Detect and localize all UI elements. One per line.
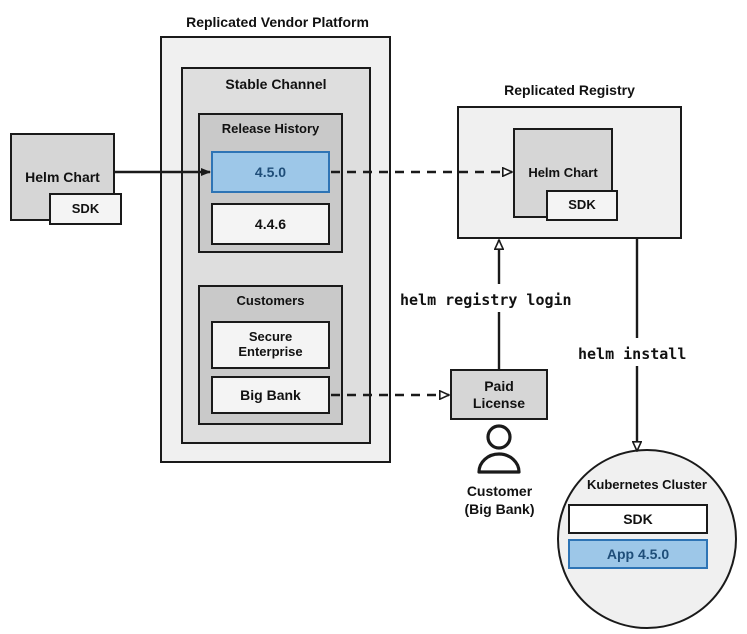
node-helm-chart-source-label: Helm Chart (25, 168, 100, 185)
customer-item-big-bank-label: Big Bank (240, 386, 301, 403)
command-helm-registry-login: helm registry login (400, 291, 572, 309)
release-history-title: Release History (221, 121, 320, 136)
kubernetes-cluster-title: Kubernetes Cluster (587, 477, 707, 492)
node-helm-chart-source-sdk-label: SDK (71, 200, 100, 216)
release-item-4-5-0-label: 4.5.0 (254, 163, 287, 180)
command-helm-install: helm install (578, 345, 687, 363)
node-helm-chart-source-sdk: SDK (49, 193, 122, 225)
customer-item-big-bank[interactable]: Big Bank (211, 376, 330, 414)
node-registry-helm-chart-label: Helm Chart (528, 164, 598, 180)
release-item-4-5-0[interactable]: 4.5.0 (211, 151, 330, 193)
node-paid-license: Paid License (450, 369, 548, 420)
person-icon (473, 424, 525, 474)
cluster-item-app-label: App 4.5.0 (606, 545, 670, 562)
cluster-item-app: App 4.5.0 (568, 539, 708, 569)
customer-item-secure-enterprise-label: Secure Enterprise (238, 329, 303, 359)
customer-item-secure-enterprise[interactable]: Secure Enterprise (211, 321, 330, 369)
customer-actor-label: Customer (Big Bank) (464, 483, 535, 518)
cluster-item-sdk: SDK (568, 504, 708, 534)
release-item-4-4-6[interactable]: 4.4.6 (211, 203, 330, 245)
release-item-4-4-6-label: 4.4.6 (254, 215, 287, 232)
customers-title: Customers (236, 293, 305, 308)
cluster-item-sdk-label: SDK (623, 510, 653, 527)
node-registry-helm-chart-sdk: SDK (546, 190, 618, 221)
vendor-platform-title: Replicated Vendor Platform (186, 14, 369, 30)
replicated-registry-title: Replicated Registry (504, 82, 635, 98)
node-paid-license-label: Paid License (472, 378, 526, 411)
node-registry-helm-chart-sdk-label: SDK (568, 197, 596, 213)
stable-channel-title: Stable Channel (225, 76, 327, 92)
